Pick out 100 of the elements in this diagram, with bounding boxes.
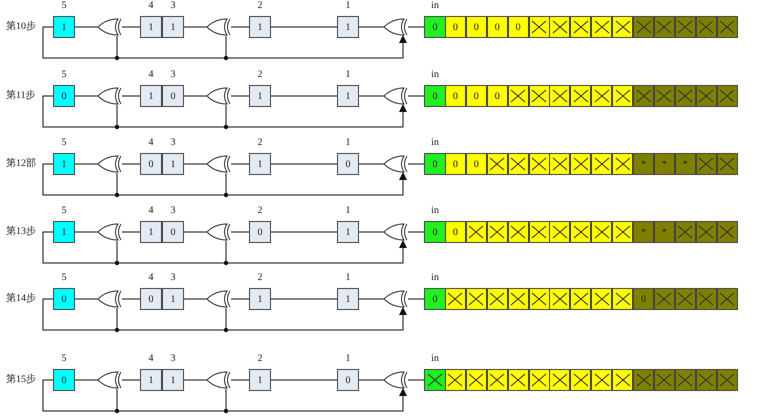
register-label: 3 [170,69,176,80]
register-label: 3 [170,0,176,11]
register-label: in [430,69,440,80]
bit-value: 0 [452,22,458,32]
register-label: 2 [256,353,264,364]
wire [270,298,338,300]
wire [74,26,98,28]
bit-value: 0 [494,22,500,32]
bit-value: 0 [452,226,458,238]
bit-value: 0 [474,90,479,102]
wire [408,26,424,28]
bit-value: 1 [346,90,350,102]
register-label: in [430,272,440,283]
wire [122,26,140,28]
register-label: 2 [256,205,264,216]
bit-value: 1 [148,22,154,32]
register-label: 3 [170,205,176,216]
step-label: 第14步 [6,293,36,305]
wire [184,298,208,300]
step-label: 第13步 [6,226,36,238]
register-label: 5 [60,137,68,148]
register-label: 5 [60,353,68,364]
bit-value: 0 [346,158,350,170]
register-label: 2 [256,272,264,283]
step-label: 第11步 [6,90,36,102]
bit-value: 0 [432,158,438,170]
step-label: 第10步 [6,21,36,33]
bit-value: 0 [432,294,438,304]
register-label: in [430,205,440,216]
register-label: 5 [60,272,68,283]
register-label: 1 [344,205,352,216]
bit-value: 1 [258,90,262,102]
bit-value: 0 [452,90,458,102]
bit-value: 0 [62,294,66,304]
wire [184,26,208,28]
bit-value: 0 [62,90,66,102]
register-label: in [430,353,440,364]
register-label: 2 [256,69,264,80]
bit-value: 0 [641,294,646,304]
register-label: 5 [60,69,68,80]
bit-value: 0 [258,226,262,238]
bit-value: 1 [170,158,176,170]
wire [230,298,250,300]
bit-value: * [662,158,667,170]
register-label: 4 [148,0,154,11]
bit-value: 0 [432,226,438,238]
bit-value: 1 [258,294,262,304]
register-label: 1 [344,0,352,11]
register-label: 4 [148,69,154,80]
bit-value: 0 [452,158,458,170]
bit-value: 1 [62,226,66,238]
register-label: 1 [344,137,352,148]
bit-value: 1 [258,158,262,170]
register-label: 4 [148,272,154,283]
bit-value: 0 [148,158,154,170]
step-label: 第15步 [6,374,36,386]
bit-value: 0 [170,90,176,102]
bit-value: 1 [170,374,176,386]
bit-value: 1 [148,374,154,386]
bit-value: 1 [346,226,350,238]
bit-value: 0 [170,226,176,238]
bit-value: 1 [258,22,262,32]
register-label: in [430,0,440,11]
register-label: 5 [60,0,68,11]
bit-value: 1 [170,22,176,32]
bit-value: 1 [258,374,262,386]
wire [358,26,384,28]
wire [74,298,98,300]
register-label: 3 [170,272,176,283]
register-label: 3 [170,353,176,364]
bit-value: * [682,158,688,170]
register-label: 4 [148,353,154,364]
bit-value: 0 [516,22,521,32]
bit-value: 1 [170,294,176,304]
register-label: 2 [256,137,264,148]
bit-value: * [641,158,646,170]
bit-value: 1 [62,22,66,32]
register-label: 2 [256,0,264,11]
bit-value: 0 [346,374,350,386]
register-label: 3 [170,137,176,148]
bit-value: 1 [346,22,350,32]
bit-value: 0 [494,90,500,102]
register-label: 4 [148,205,154,216]
register-label: 5 [60,205,68,216]
bit-value: 1 [148,226,154,238]
bit-value: 0 [432,90,438,102]
bit-value: 1 [148,90,154,102]
bit-value: * [662,226,667,238]
register-label: 1 [344,69,352,80]
bit-value: * [641,226,646,238]
register-label: 1 [344,272,352,283]
bit-value: 0 [62,374,66,386]
bit-value: 1 [346,294,350,304]
bit-value: 0 [474,158,479,170]
wire [122,298,140,300]
wire [270,26,338,28]
register-label: 1 [344,353,352,364]
register-label: 4 [148,137,154,148]
bit-value: 0 [432,22,438,32]
wire [230,26,250,28]
